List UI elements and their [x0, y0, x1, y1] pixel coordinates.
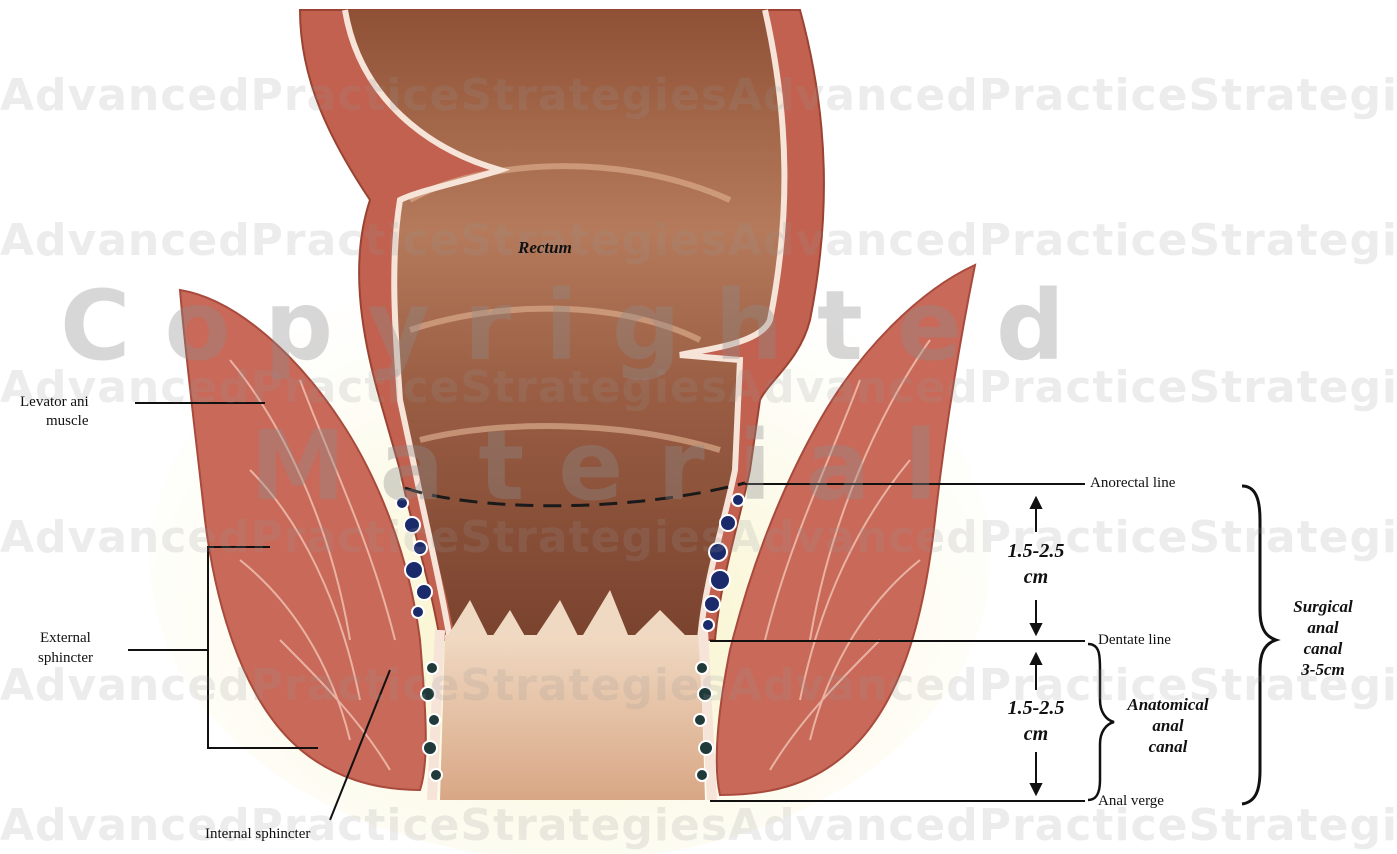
- watermark-row: AdvancedPracticeStrategiesAdvancedPracti…: [0, 70, 1397, 121]
- levator-ani-label-line2: muscle: [46, 413, 89, 430]
- anatomical-canal-label-1: Anatomical: [1108, 695, 1228, 715]
- rectum-label: Rectum: [518, 238, 572, 258]
- internal-sphincter-label: Internal sphincter: [205, 826, 310, 843]
- external-sphincter-label-line1: External: [40, 630, 91, 647]
- watermark-row: AdvancedPracticeStrategiesAdvancedPracti…: [0, 215, 1397, 266]
- surgical-canal-label-4: 3-5cm: [1268, 660, 1378, 680]
- upper-measure-unit: cm: [988, 566, 1084, 589]
- anatomical-canal-label-2: anal: [1108, 716, 1228, 736]
- surgical-canal-label-1: Surgical: [1268, 597, 1378, 617]
- watermark-copyrighted: Copyrighted: [60, 270, 1099, 382]
- anal-verge-label: Anal verge: [1098, 793, 1164, 810]
- lower-measure-value: 1.5-2.5: [988, 697, 1084, 720]
- dentate-line-label: Dentate line: [1098, 632, 1171, 649]
- upper-measure-value: 1.5-2.5: [988, 540, 1084, 563]
- watermark-material: Material: [250, 410, 971, 522]
- anorectal-line-label: Anorectal line: [1090, 475, 1175, 492]
- lower-measure-unit: cm: [988, 723, 1084, 746]
- anatomical-canal-label-3: canal: [1108, 737, 1228, 757]
- surgical-canal-label-3: canal: [1268, 639, 1378, 659]
- surgical-canal-label-2: anal: [1268, 618, 1378, 638]
- external-sphincter-label-line2: sphincter: [38, 650, 93, 667]
- levator-ani-label-line1: Levator ani: [20, 394, 89, 411]
